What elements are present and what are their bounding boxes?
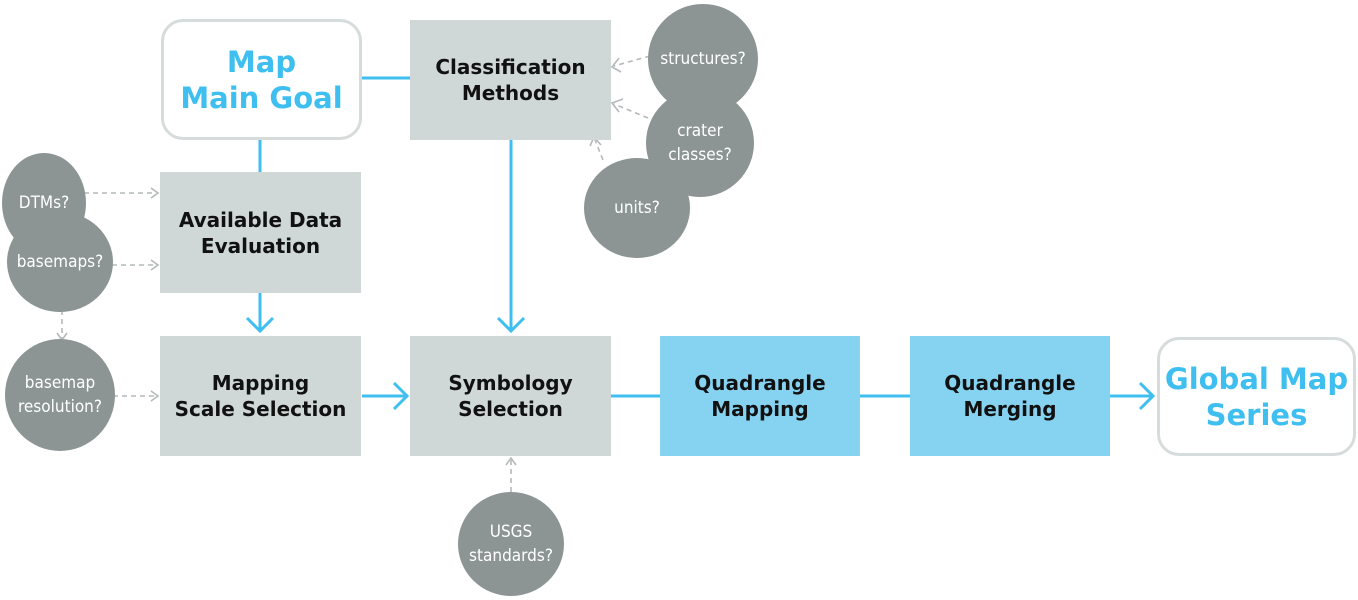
- map-main-goal-box: Map Main Goal: [161, 19, 362, 140]
- map-main-goal-label-line1: Map: [226, 44, 297, 79]
- crater-classes-label-line1: crater: [677, 121, 723, 141]
- arrow-merging-to-global-series-head: [1138, 381, 1156, 411]
- dashed-crater-to-classification: [613, 103, 649, 119]
- available-data-evaluation-label-line1: Available Data: [178, 207, 343, 232]
- dtms-question-label: DTMs?: [18, 193, 70, 213]
- mapping-scale-selection-label-line1: Mapping: [211, 371, 310, 395]
- basemaps-question-circle: basemaps?: [7, 212, 113, 312]
- arrow-scale-to-symbology-head: [392, 381, 410, 411]
- dashed-units-to-classification: [594, 139, 604, 161]
- basemap-resolution-label-line1: basemap: [24, 373, 96, 393]
- dashed-dtms-arrowhead: [150, 187, 160, 199]
- arrow-classification-to-symbology-head: [496, 316, 526, 334]
- units-question-label: units?: [614, 198, 660, 218]
- symbology-selection-box: Symbology Selection: [410, 336, 611, 456]
- global-map-series-box: Global Map Series: [1157, 337, 1356, 456]
- usgs-standards-question-circle: USGS standards?: [458, 492, 564, 596]
- usgs-standards-label-line1: USGS: [489, 522, 533, 542]
- units-question-circle: units?: [584, 158, 690, 258]
- available-data-evaluation-box: Available Data Evaluation: [160, 172, 361, 293]
- classification-methods-label-line1: Classification: [435, 55, 586, 79]
- basemap-resolution-label-line2: resolution?: [17, 397, 102, 417]
- dashed-structures-to-classification: [613, 55, 651, 67]
- classification-methods-box: Classification Methods: [410, 20, 611, 140]
- usgs-standards-label-line2: standards?: [469, 546, 553, 566]
- classification-methods-label-line2: Methods: [461, 81, 560, 105]
- arrow-data-evaluation-to-scale-head: [245, 316, 275, 334]
- quadrangle-merging-label-line1: Quadrangle: [944, 371, 1076, 395]
- global-map-series-label-line1: Global Map: [1164, 361, 1349, 396]
- dashed-crater-arrowhead: [610, 98, 624, 113]
- quadrangle-mapping-box: Quadrangle Mapping: [660, 336, 860, 456]
- basemap-resolution-question-circle: basemap resolution?: [5, 339, 115, 451]
- dashed-usgs-arrowhead: [505, 456, 517, 466]
- structures-question-label: structures?: [660, 49, 746, 69]
- dashed-basemaps-arrowhead: [150, 259, 160, 271]
- quadrangle-merging-box: Quadrangle Merging: [910, 336, 1110, 456]
- global-map-series-label-line2: Series: [1205, 397, 1308, 432]
- mapping-scale-selection-label-line2: Scale Selection: [174, 397, 347, 421]
- dashed-resolution-arrowhead: [150, 390, 160, 402]
- dashed-structures-arrowhead: [610, 57, 622, 73]
- basemaps-question-label: basemaps?: [16, 252, 104, 272]
- mapping-scale-selection-box: Mapping Scale Selection: [160, 336, 361, 456]
- map-main-goal-label-line2: Main Goal: [180, 80, 343, 115]
- available-data-evaluation-label-line2: Evaluation: [200, 233, 321, 258]
- quadrangle-mapping-label-line2: Mapping: [711, 397, 809, 421]
- quadrangle-merging-label-line2: Merging: [963, 397, 1057, 421]
- crater-classes-label-line2: classes?: [668, 145, 732, 165]
- symbology-selection-label-line1: Symbology: [448, 371, 573, 395]
- quadrangle-mapping-label-line1: Quadrangle: [694, 371, 826, 395]
- symbology-selection-label-line2: Selection: [458, 397, 563, 421]
